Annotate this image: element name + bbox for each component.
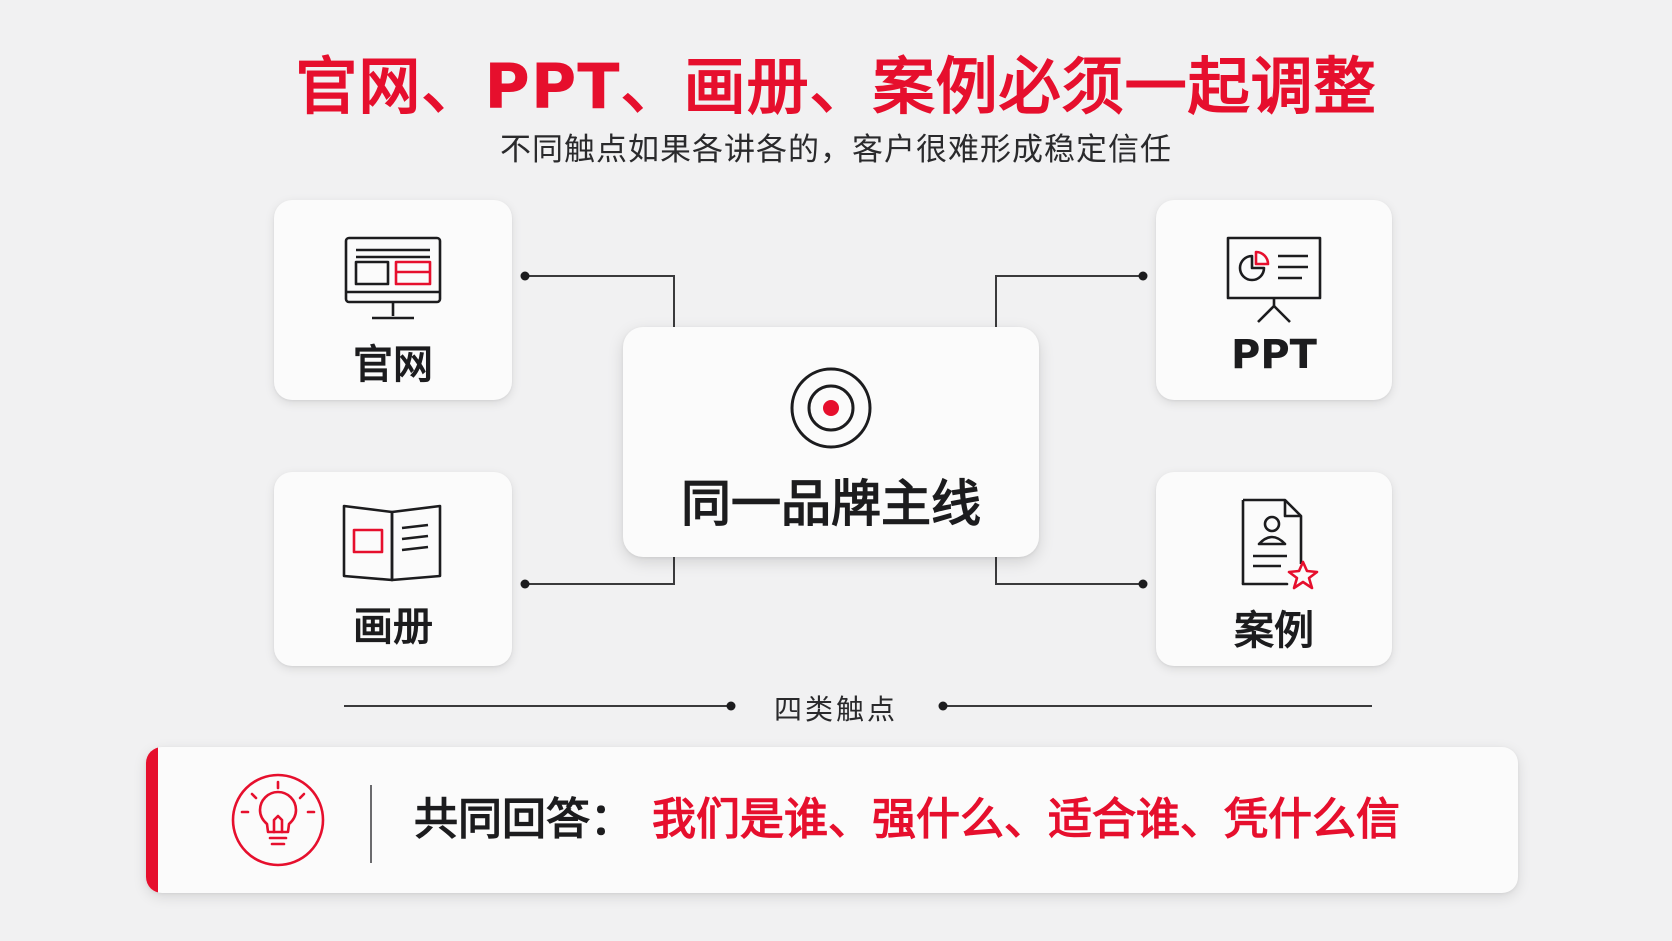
banner-separator: [370, 785, 372, 863]
presentation-board-icon: [1222, 234, 1326, 330]
center-card: 同一品牌主线: [623, 327, 1039, 557]
touchpoint-card-case: 案例: [1156, 472, 1392, 666]
connector-ppt: [995, 275, 1143, 327]
banner-accent-bar: [146, 747, 158, 893]
touchpoint-card-website: 官网: [274, 200, 512, 400]
connector-case: [995, 557, 1143, 585]
banner-prefix: 共同回答：: [414, 794, 634, 845]
page-subtitle: 不同触点如果各讲各的，客户很难形成稳定信任: [500, 132, 1172, 168]
brochure-book-icon: [340, 498, 446, 588]
summary-banner: 共同回答： 我们是谁、强什么、适合谁、凭什么信: [146, 747, 1518, 893]
connector-brochure: [525, 557, 675, 585]
banner-answer: 我们是谁、强什么、适合谁、凭什么信: [652, 794, 1400, 845]
touchpoint-label: 案例: [1234, 608, 1314, 654]
touchpoint-card-ppt: PPT: [1156, 200, 1392, 400]
touchpoint-card-brochure: 画册: [274, 472, 512, 666]
lightbulb-icon: [230, 772, 326, 872]
target-icon: [788, 365, 874, 455]
touchpoint-label: PPT: [1231, 332, 1317, 378]
page-title: 官网、PPT、画册、案例必须一起调整: [295, 50, 1377, 123]
banner-text: 共同回答： 我们是谁、强什么、适合谁、凭什么信: [414, 747, 1400, 893]
website-monitor-icon: [342, 234, 444, 330]
case-document-star-icon: [1229, 496, 1319, 596]
divider-label: 四类触点: [773, 693, 898, 726]
center-label: 同一品牌主线: [681, 475, 981, 533]
connector-website: [525, 275, 675, 327]
touchpoint-label: 画册: [353, 604, 433, 650]
touchpoint-label: 官网: [353, 342, 433, 388]
